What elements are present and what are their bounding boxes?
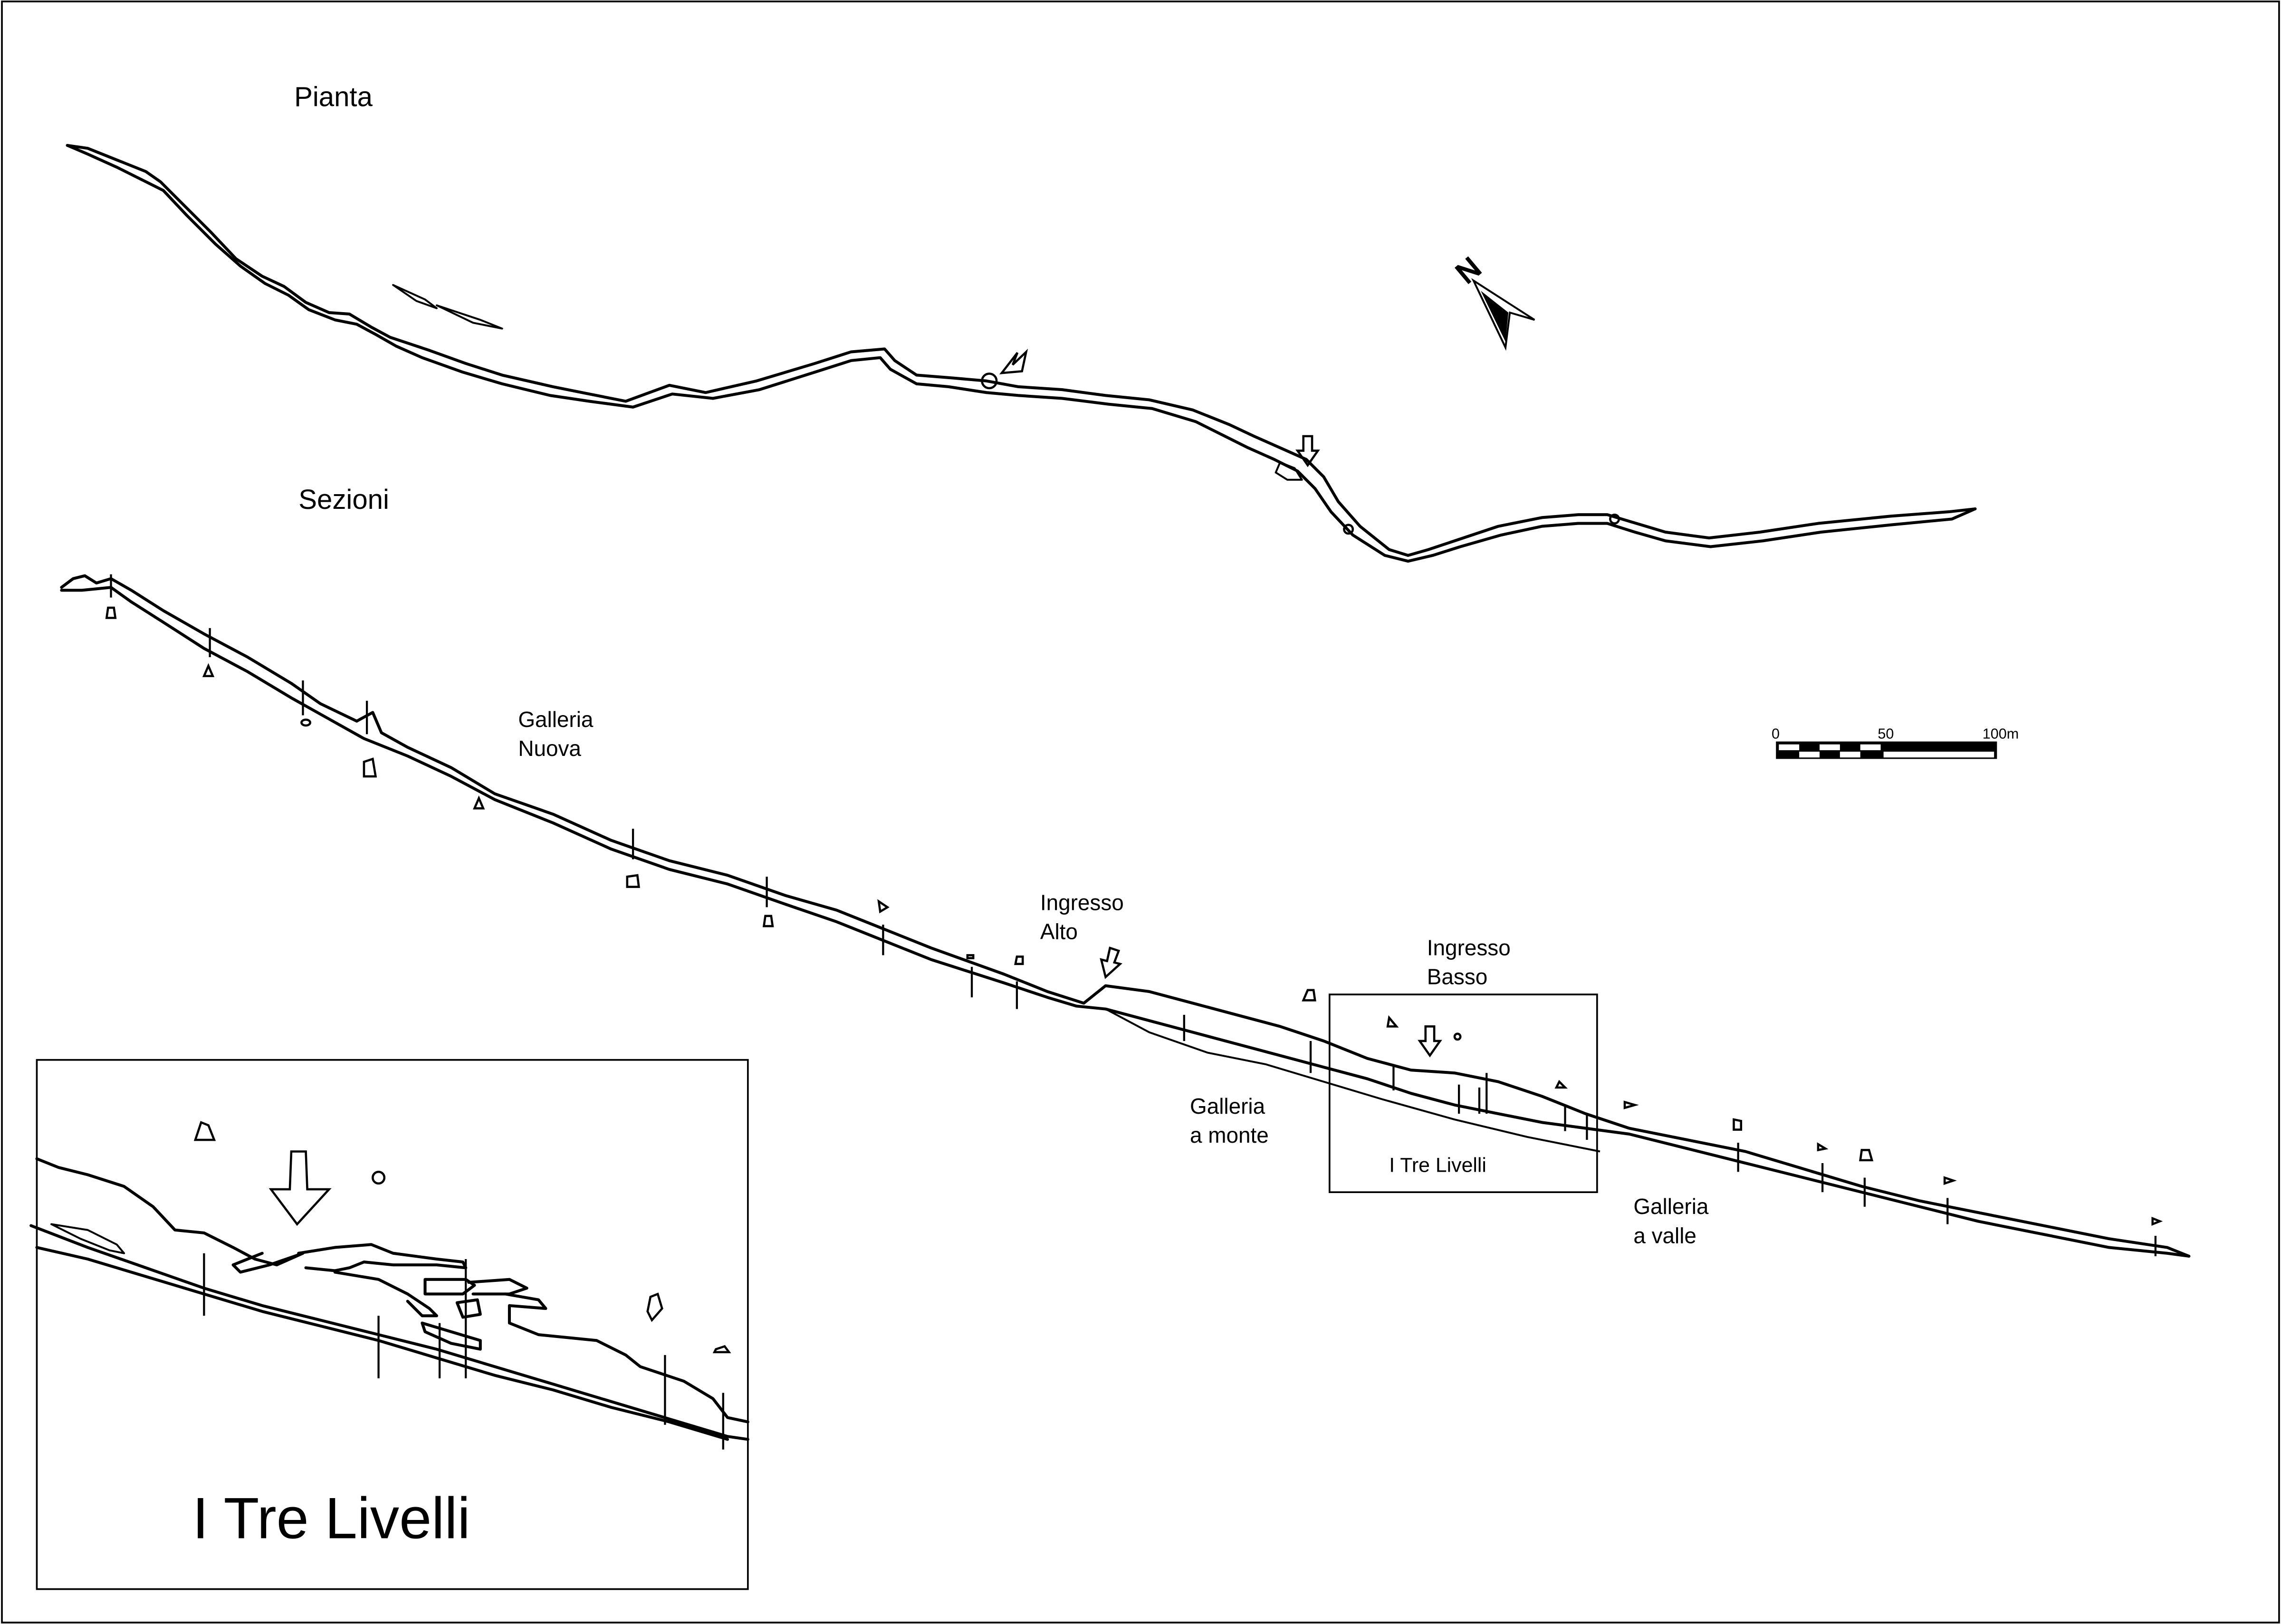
inset-title: I Tre Livelli [192,1485,470,1550]
svg-text:Galleria: Galleria [1633,1194,1709,1219]
tre-livelli-highlight-box: I Tre Livelli [1328,994,1598,1194]
plan-title: Pianta [294,81,373,112]
svg-text:a valle: a valle [1633,1223,1696,1248]
scale-bar: 0 50 100m [1772,726,2019,759]
svg-text:Nuova: Nuova [518,736,581,761]
cross-section-shapes [105,606,2163,1226]
label-galleria-valle: Galleria a valle [1633,1194,1709,1248]
plan-entrance-arrow-basso [1295,435,1320,468]
svg-text:Ingresso: Ingresso [1040,890,1124,915]
label-ingresso-alto: Ingresso Alto [1040,890,1124,944]
scale-label-50: 50 [1878,726,1894,742]
svg-text:Basso: Basso [1427,965,1488,989]
svg-text:Alto: Alto [1040,919,1078,944]
tre-livelli-box-label: I Tre Livelli [1389,1154,1486,1176]
sections-title: Sezioni [298,484,389,515]
plan-entrance-arrow-alto [999,348,1028,374]
svg-text:Ingresso: Ingresso [1427,935,1511,960]
svg-text:Galleria: Galleria [1190,1094,1265,1118]
section-profile [60,574,2191,1258]
svg-text:a monte: a monte [1190,1123,1269,1147]
entrance-arrow-basso-icon [1418,1025,1442,1058]
plan-view-cave-outline [66,143,1977,563]
label-galleria-nuova: Galleria Nuova [518,707,594,761]
scale-label-100: 100m [1983,726,2019,742]
label-ingresso-basso: Ingresso Basso [1427,935,1511,989]
scale-label-0: 0 [1772,726,1780,742]
svg-text:Galleria: Galleria [518,707,594,732]
inset-tre-livelli: I Tre Livelli [29,1059,749,1590]
label-galleria-monte: Galleria a monte [1190,1094,1269,1147]
entrance-arrow-alto-icon [1100,946,1122,979]
